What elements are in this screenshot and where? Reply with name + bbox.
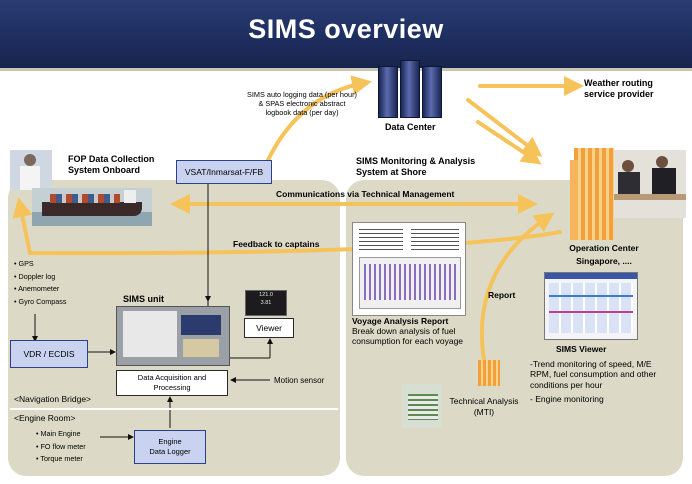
sims-logging-label: SIMS auto logging data (per hour)& SPAS … [247,90,357,117]
technical-analysis-label: Technical Analysis(MTI) [449,396,519,417]
crew-photo [10,150,52,190]
title-bar [0,0,692,71]
feedback-label: Feedback to captains [233,239,320,249]
page-title: SIMS overview [248,14,444,44]
building-icon [570,148,618,240]
sims-unit-image [116,306,230,366]
arrow-to-operation-center [466,98,543,157]
engine-room-label: <Engine Room> [14,413,76,423]
sims-viewer-text: SIMS Viewer -Trend monitoring of speed, … [530,344,657,404]
mti-building-icon [478,360,500,386]
meeting-photo [614,150,686,218]
communications-label: Communications via Technical Management [276,189,455,199]
vsat-box: VSAT/Inmarsat-F/FB [176,160,272,184]
engine-sensor-list: Main EngineFO flow meterTorque meter [36,428,85,466]
voyage-report-text: Voyage Analysis Report Break down analys… [352,316,464,346]
arrow-feedback [12,197,562,256]
navigation-bridge-label: <Navigation Bridge> [14,394,92,404]
vdr-ecdis-box: VDR / ECDIS [10,340,88,368]
sims-unit-label: SIMS unit [123,294,164,304]
data-center-servers-icon [378,60,448,118]
arrow-report-to-ops [476,120,542,165]
sims-viewer-screenshot [544,272,638,340]
analyst-photo [402,384,442,428]
voyage-report-document [352,222,466,316]
viewer-box: Viewer [244,318,294,338]
arrow-report-up [479,212,555,362]
ship-photo [32,188,152,226]
report-label: Report [488,290,516,300]
motion-sensor-label: Motion sensor [274,376,325,385]
data-center-label: Data Center [385,122,436,132]
arrow-to-data-center [266,75,372,162]
sensor-list: GPSDoppler logAnemometerGyro Compass [14,258,66,308]
